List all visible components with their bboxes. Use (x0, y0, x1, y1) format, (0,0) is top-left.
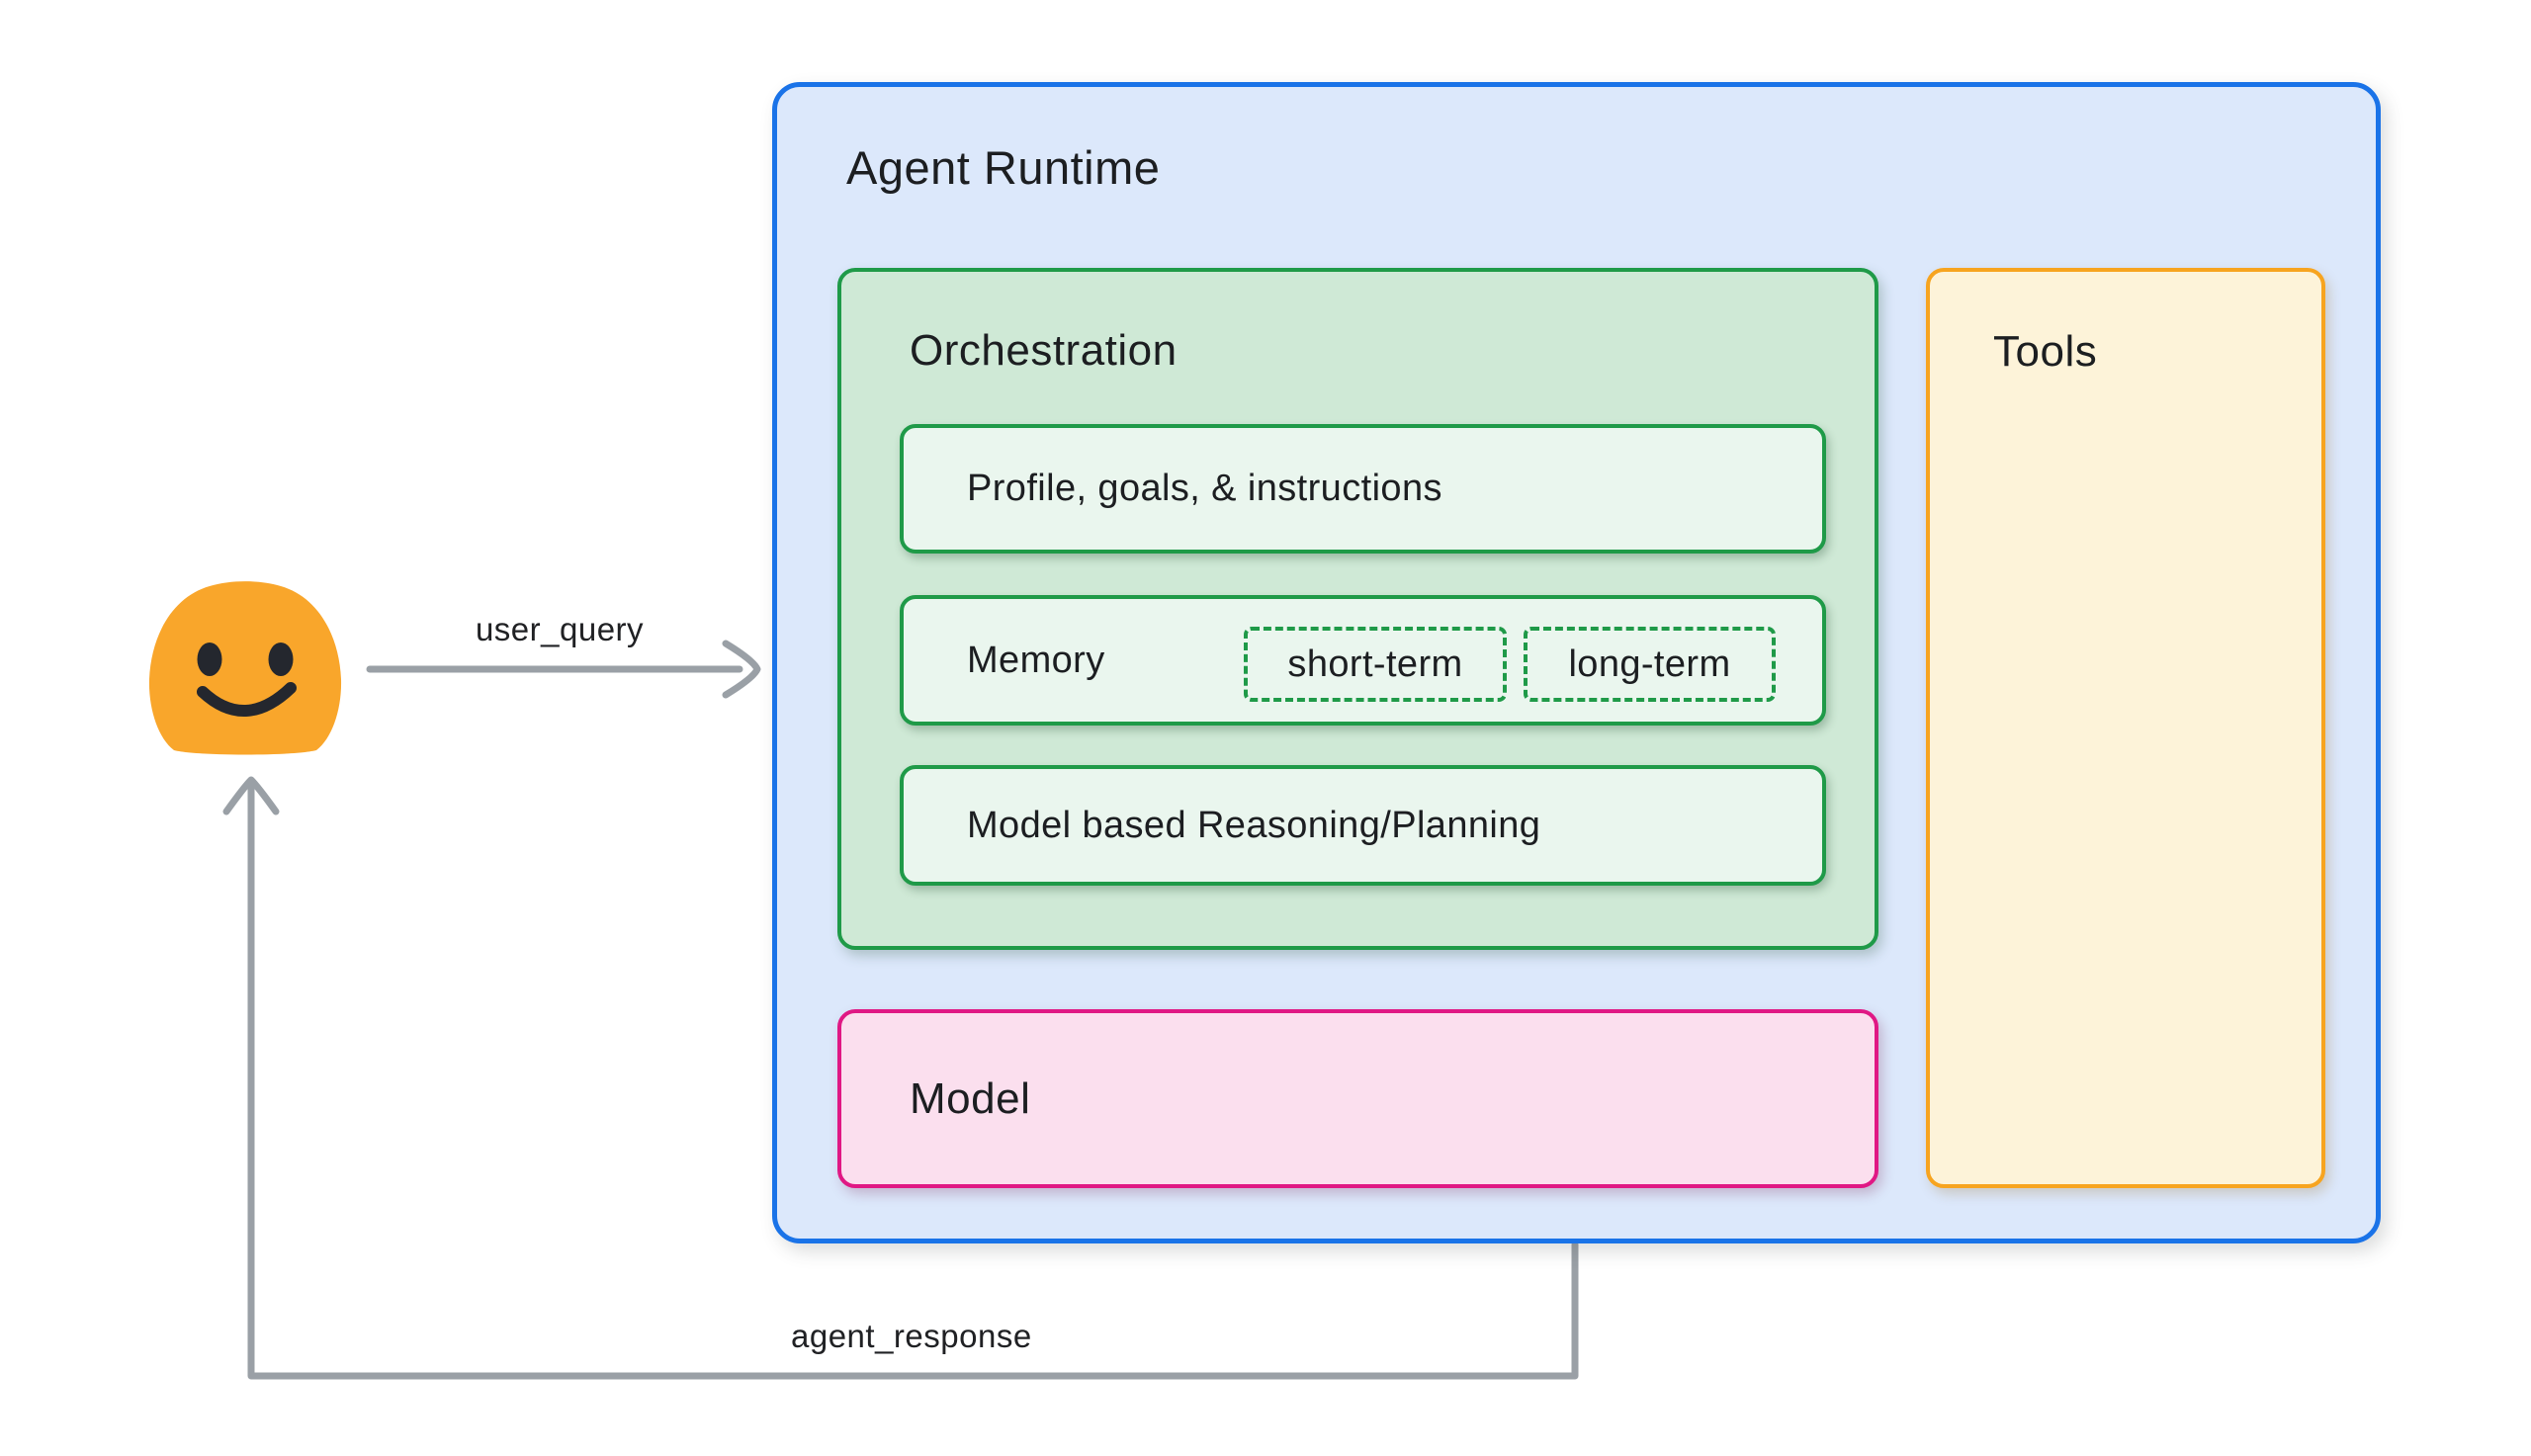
tools-box: Tools (1926, 268, 2325, 1188)
user-smiley-icon (148, 581, 342, 755)
model-based-reasoning-box: Model based Reasoning/Planning (900, 765, 1826, 886)
smiley-left-eye (197, 642, 222, 676)
memory-box: Memory short-term long-term (900, 595, 1826, 726)
profile-goals-instructions-label: Profile, goals, & instructions (967, 468, 1442, 509)
smiley-head (148, 581, 342, 755)
agent-runtime-box: Agent Runtime Orchestration Profile, goa… (772, 82, 2381, 1243)
orchestration-box: Orchestration Profile, goals, & instruct… (837, 268, 1878, 950)
tools-label: Tools (1993, 327, 2098, 376)
user-query-label: user_query (475, 611, 645, 647)
long-term-memory-tag: long-term (1524, 627, 1776, 702)
smiley-mouth (197, 682, 297, 718)
user-query-arrow-head (722, 640, 761, 699)
model-based-reasoning-label: Model based Reasoning/Planning (967, 804, 1541, 846)
memory-label: Memory (967, 639, 1105, 681)
smiley-right-eye (268, 642, 294, 676)
agent-response-label: agent_response (791, 1318, 1032, 1354)
short-term-memory-tag: short-term (1244, 627, 1507, 702)
orchestration-title: Orchestration (910, 326, 1178, 375)
agent-response-arrow-head (222, 776, 280, 815)
agent-runtime-title: Agent Runtime (846, 141, 1161, 194)
model-box: Model (837, 1009, 1878, 1188)
model-label: Model (910, 1073, 1031, 1123)
profile-goals-instructions-box: Profile, goals, & instructions (900, 424, 1826, 554)
